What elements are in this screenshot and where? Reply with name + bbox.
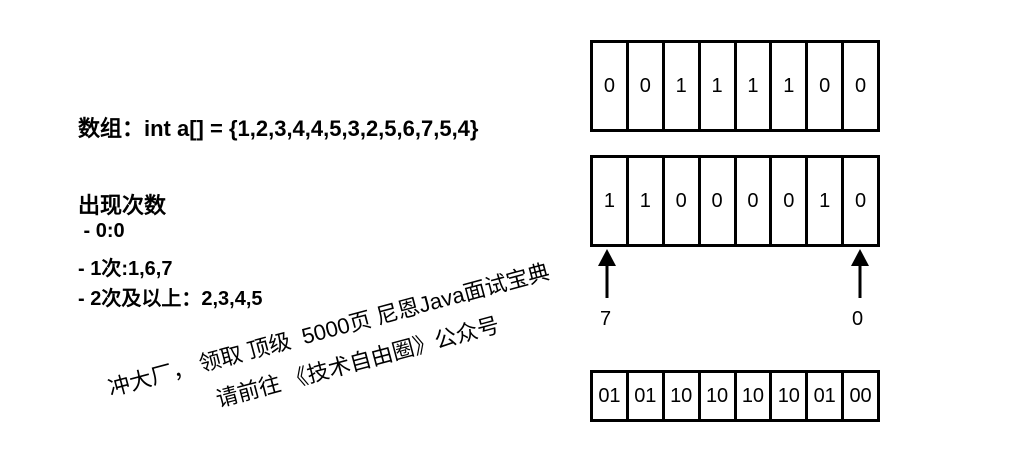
count-line-twice-plus: - 2次及以上：2,3,4,5 <box>78 288 263 310</box>
bitmap-cell: 1 <box>629 158 665 244</box>
bitmap-cell: 1 <box>772 43 809 129</box>
bitmap-row-low-bits: 1 1 0 0 0 0 1 0 <box>590 155 880 247</box>
bitmap-cell: 0 <box>772 158 809 244</box>
bitmap-cell: 10 <box>772 373 809 419</box>
count-line-once: - 1次:1,6,7 <box>78 258 173 280</box>
bitmap-cell: 1 <box>808 158 845 244</box>
left-arrow-head <box>598 249 616 266</box>
bitmap-cell: 00 <box>849 384 872 407</box>
bitmap-cell: 0 <box>737 158 773 244</box>
count-line-zero: - 0:0 <box>78 220 125 242</box>
left-pointer-label: 7 <box>600 308 612 330</box>
bitmap-cell: 10 <box>701 373 737 419</box>
bitmap-cell: 1 <box>737 43 773 129</box>
right-pointer-label: 0 <box>852 308 864 330</box>
right-arrow-head <box>851 249 869 266</box>
bitmap-cell: 0 <box>855 189 867 212</box>
bitmap-cell: 01 <box>808 373 845 419</box>
bitmap-cell: 1 <box>593 158 629 244</box>
bitmap-cell: 0 <box>665 158 701 244</box>
bitmap-cell: 10 <box>737 373 773 419</box>
bitmap-cell: 1 <box>701 43 737 129</box>
bitmap-row-combined: 01 01 10 10 10 10 01 00 <box>590 370 880 422</box>
bitmap-cell: 1 <box>665 43 701 129</box>
bitmap-cell: 0 <box>701 158 737 244</box>
bitmap-cell: 10 <box>665 373 701 419</box>
bitmap-cell: 01 <box>593 373 629 419</box>
counts-title: 出现次数 <box>78 193 167 218</box>
bitmap-row-high-bits: 0 0 1 1 1 1 0 0 <box>590 40 880 132</box>
bitmap-cell: 0 <box>593 43 629 129</box>
bitmap-cell: 0 <box>855 74 867 97</box>
bitmap-cell: 01 <box>629 373 665 419</box>
bitmap-cell: 0 <box>629 43 665 129</box>
array-label: 数组：int a[] = {1,2,3,4,4,5,3,2,5,6,7,5,4} <box>78 116 479 141</box>
bitmap-cell: 0 <box>808 43 845 129</box>
